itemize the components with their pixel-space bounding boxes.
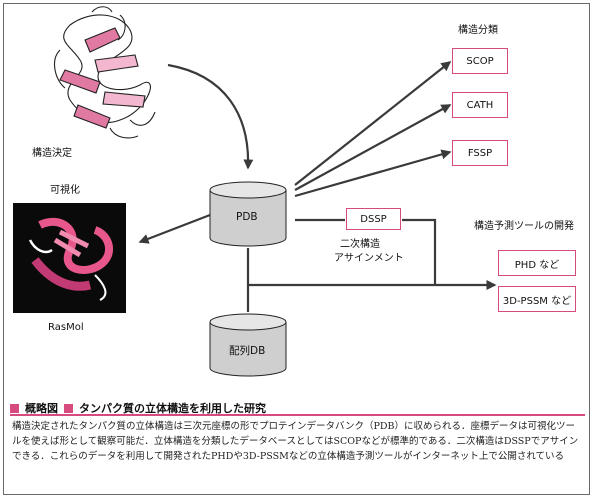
line-dssp-to-prediction <box>402 218 437 285</box>
3d-pssm-box: 3D-PSSM など <box>498 286 576 312</box>
arrow-pdb-to-fssp <box>294 149 452 198</box>
cath-box: CATH <box>452 92 508 118</box>
figure-frame <box>3 3 590 495</box>
phd-box: PHD など <box>498 250 576 276</box>
arrow-pdb-to-cath <box>294 104 452 191</box>
rasmol-image <box>13 203 126 313</box>
caption-marker-icon <box>10 403 19 413</box>
caption-body: 構造決定されたタンパク質の立体構造は三次元座標の形でプロテインデータバンク（PD… <box>12 421 579 462</box>
secondary-assignment-label-line1: 二次構造 <box>340 239 380 250</box>
caption-marker-icon <box>64 403 73 413</box>
fssp-box: FSSP <box>452 140 508 166</box>
sequence-db-label: 配列DB <box>229 345 266 357</box>
prediction-title: 構造予測ツールの開発 <box>474 221 574 232</box>
pdb-database-cylinder <box>209 181 287 247</box>
structure-determination-label: 構造決定 <box>32 148 72 159</box>
dssp-box: DSSP <box>346 208 401 230</box>
secondary-assignment-label-line2: アサインメント <box>334 253 404 264</box>
diagram-arrows <box>138 61 497 312</box>
arrow-pdb-to-rasmol <box>138 213 211 244</box>
rasmol-label: RasMol <box>48 322 84 333</box>
caption-divider <box>10 414 585 416</box>
caption-title: タンパク質の立体構造を利用した研究 <box>79 402 266 415</box>
arrow-protein-to-pdb <box>167 63 254 170</box>
caption-prefix: 概略図 <box>25 402 58 415</box>
arrow-pdb-to-scop <box>294 61 452 186</box>
protein-ribbon-icon <box>54 6 156 139</box>
scop-box: SCOP <box>452 48 508 74</box>
classification-title: 構造分類 <box>458 25 498 36</box>
pdb-label: PDB <box>236 211 258 223</box>
visualization-label: 可視化 <box>50 185 80 196</box>
caption-heading: 概略図 タンパク質の立体構造を利用した研究 <box>10 400 266 416</box>
sequence-db-cylinder <box>209 313 287 377</box>
